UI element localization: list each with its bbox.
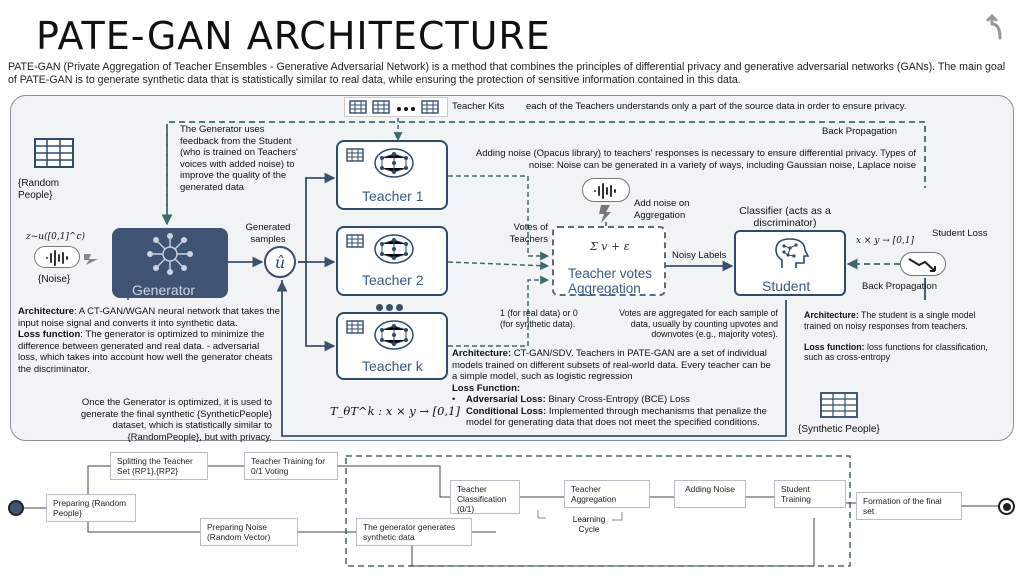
adversarial-loss-label: Adversarial Loss: — [466, 394, 546, 405]
generator-arch-text: : A CT-GAN/WGAN neural network that take… — [18, 306, 280, 329]
adversarial-loss-text: Binary Cross-Entropy (BCE) Loss — [545, 394, 690, 405]
classifier-label: Classifier (acts as a discriminator) — [739, 205, 831, 229]
brain-network-icon — [374, 234, 414, 264]
vote-value-note: 1 (for real data) or 0 (for synthetic da… — [500, 308, 578, 329]
teachers-arch-label: Architecture: — [452, 348, 512, 359]
conditional-loss-text: Implemented through mechanisms that pena… — [466, 405, 767, 429]
student-arch-label: Architecture: — [804, 310, 859, 320]
aggregation-noise-wave-icon — [582, 178, 630, 202]
neural-network-icon — [147, 233, 193, 275]
loss-trend-icon — [900, 252, 946, 276]
synthetic-people-label: {Synthetic People} — [798, 424, 880, 435]
end-node — [998, 498, 1015, 515]
flow-student-training: Student Training — [774, 480, 846, 508]
back-arrow-icon[interactable] — [986, 12, 1008, 40]
u-hat-symbol: û — [274, 252, 286, 272]
aggregation-block: Σ v + ε Teacher votes Aggregation — [552, 226, 666, 296]
teacher-kits-note: each of the Teachers understands only a … — [526, 101, 907, 112]
dataset-icon — [34, 138, 74, 173]
flow-teacher-classification: Teacher Classification (0/1) — [450, 480, 520, 514]
back-propagation-bottom-label: Back Propagation — [862, 281, 937, 292]
student-loss-label: Student Loss — [932, 228, 988, 239]
generator-loss-label: Loss function — [18, 329, 81, 340]
teacher-2-block: Teacher 2 — [336, 226, 448, 296]
back-propagation-top-label: Back Propagation — [822, 126, 897, 137]
flow-generator-generates: The generator generates synthetic data — [356, 518, 472, 546]
flow-teacher-aggregation: Teacher Aggregation — [564, 480, 650, 508]
teacher-kits — [344, 97, 448, 117]
flow-adding-noise: Adding Noise — [674, 480, 746, 508]
start-node — [8, 500, 24, 516]
table-icon — [349, 100, 367, 114]
flow-teacher-training: Teacher Training for 0/1 Voting — [244, 452, 338, 480]
flow-preparing: Preparing {Random People} — [46, 494, 136, 522]
student-formula: x × y → [0,1] — [856, 236, 915, 246]
learning-cycle-label: Learning Cycle — [572, 514, 606, 534]
noise-label: {Noise} — [38, 274, 71, 285]
flow-splitting: Splitting the Teacher Set {RP1},{RP2} — [110, 452, 208, 480]
table-icon — [372, 100, 390, 114]
teachers-arch-text: CT-GAN/SDV. Teachers in PATE-GAN are a s… — [452, 348, 771, 382]
table-icon — [421, 100, 439, 114]
noisy-labels-label: Noisy Labels — [672, 250, 727, 261]
student-block: Student — [734, 230, 846, 296]
generator-optimized-note: Once the Generator is optimized, it is u… — [80, 397, 272, 443]
conditional-loss-label: Conditional Loss: — [466, 405, 547, 417]
aggregation-label: Teacher votes Aggregation — [568, 266, 653, 296]
teacher-1-label: Teacher 1 — [362, 188, 424, 204]
flow-preparing-noise: Preparing Noise (Random Vector) — [200, 518, 298, 546]
teachers-architecture: Architecture: CT-GAN/SDV. Teachers in PA… — [452, 348, 771, 429]
generator-feedback-note: The Generator uses feedback from the Stu… — [180, 124, 298, 193]
intro-text: PATE-GAN (Private Aggregation of Teacher… — [8, 61, 1006, 86]
table-icon — [346, 148, 364, 162]
head-brain-icon — [775, 238, 810, 268]
brain-network-icon — [374, 320, 414, 350]
student-architecture: Architecture: The student is a single mo… — [804, 310, 994, 363]
table-icon — [346, 234, 364, 248]
teacher-1-block: Teacher 1 — [336, 140, 448, 210]
synthetic-dataset-icon — [820, 392, 858, 423]
votes-aggregated-note: Votes are aggregated for each sample of … — [619, 308, 778, 339]
teachers-loss-label: Loss Function: — [452, 382, 521, 394]
generated-samples-label: Generated samples — [245, 222, 291, 245]
lightning-icon — [598, 204, 612, 229]
generator-loss-text: : The generator is optimized to minimize… — [18, 329, 273, 375]
generator-architecture: Architecture: A CT-GAN/WGAN neural netwo… — [18, 306, 280, 375]
teacher-2-label: Teacher 2 — [362, 272, 424, 288]
table-icon — [346, 320, 364, 334]
student-loss-fn-text: loss functions for classification, such … — [804, 341, 988, 363]
student-loss-fn-label: Loss function: — [804, 341, 865, 352]
u-hat-node: û — [264, 246, 296, 278]
more-teachers-dots — [374, 298, 404, 316]
votes-of-teachers-label: Votes of Teachers — [509, 222, 548, 245]
generator-block: Generator — [112, 228, 228, 298]
page-title: PATE-GAN ARCHITECTURE — [36, 14, 551, 58]
generator-arch-label: Architecture — [18, 306, 74, 317]
teacher-formula: T_θT^k : x × y → [0,1] — [330, 404, 460, 418]
teacher-kits-label: Teacher Kits — [452, 101, 505, 112]
student-arch-text: The student is a single model trained on… — [804, 310, 976, 331]
noise-wave-icon — [34, 246, 80, 268]
aggregation-formula: Σ v + ε — [590, 240, 630, 253]
student-label: Student — [762, 278, 811, 294]
add-noise-aggregation-label: Add noise on Aggregation — [634, 198, 690, 221]
teacher-k-block: Teacher k — [336, 312, 448, 380]
flow-formation: Formation of the final set — [856, 492, 962, 520]
noise-formula: z~u([0,1]^c) — [26, 232, 86, 242]
generator-label: Generator — [132, 282, 196, 298]
adding-noise-note: Adding noise (Opacus library) to teacher… — [475, 148, 916, 171]
lightning-icon — [82, 252, 100, 271]
random-people-label: {Random People} — [18, 178, 60, 201]
brain-network-icon — [374, 148, 414, 178]
teacher-k-label: Teacher k — [362, 358, 423, 374]
